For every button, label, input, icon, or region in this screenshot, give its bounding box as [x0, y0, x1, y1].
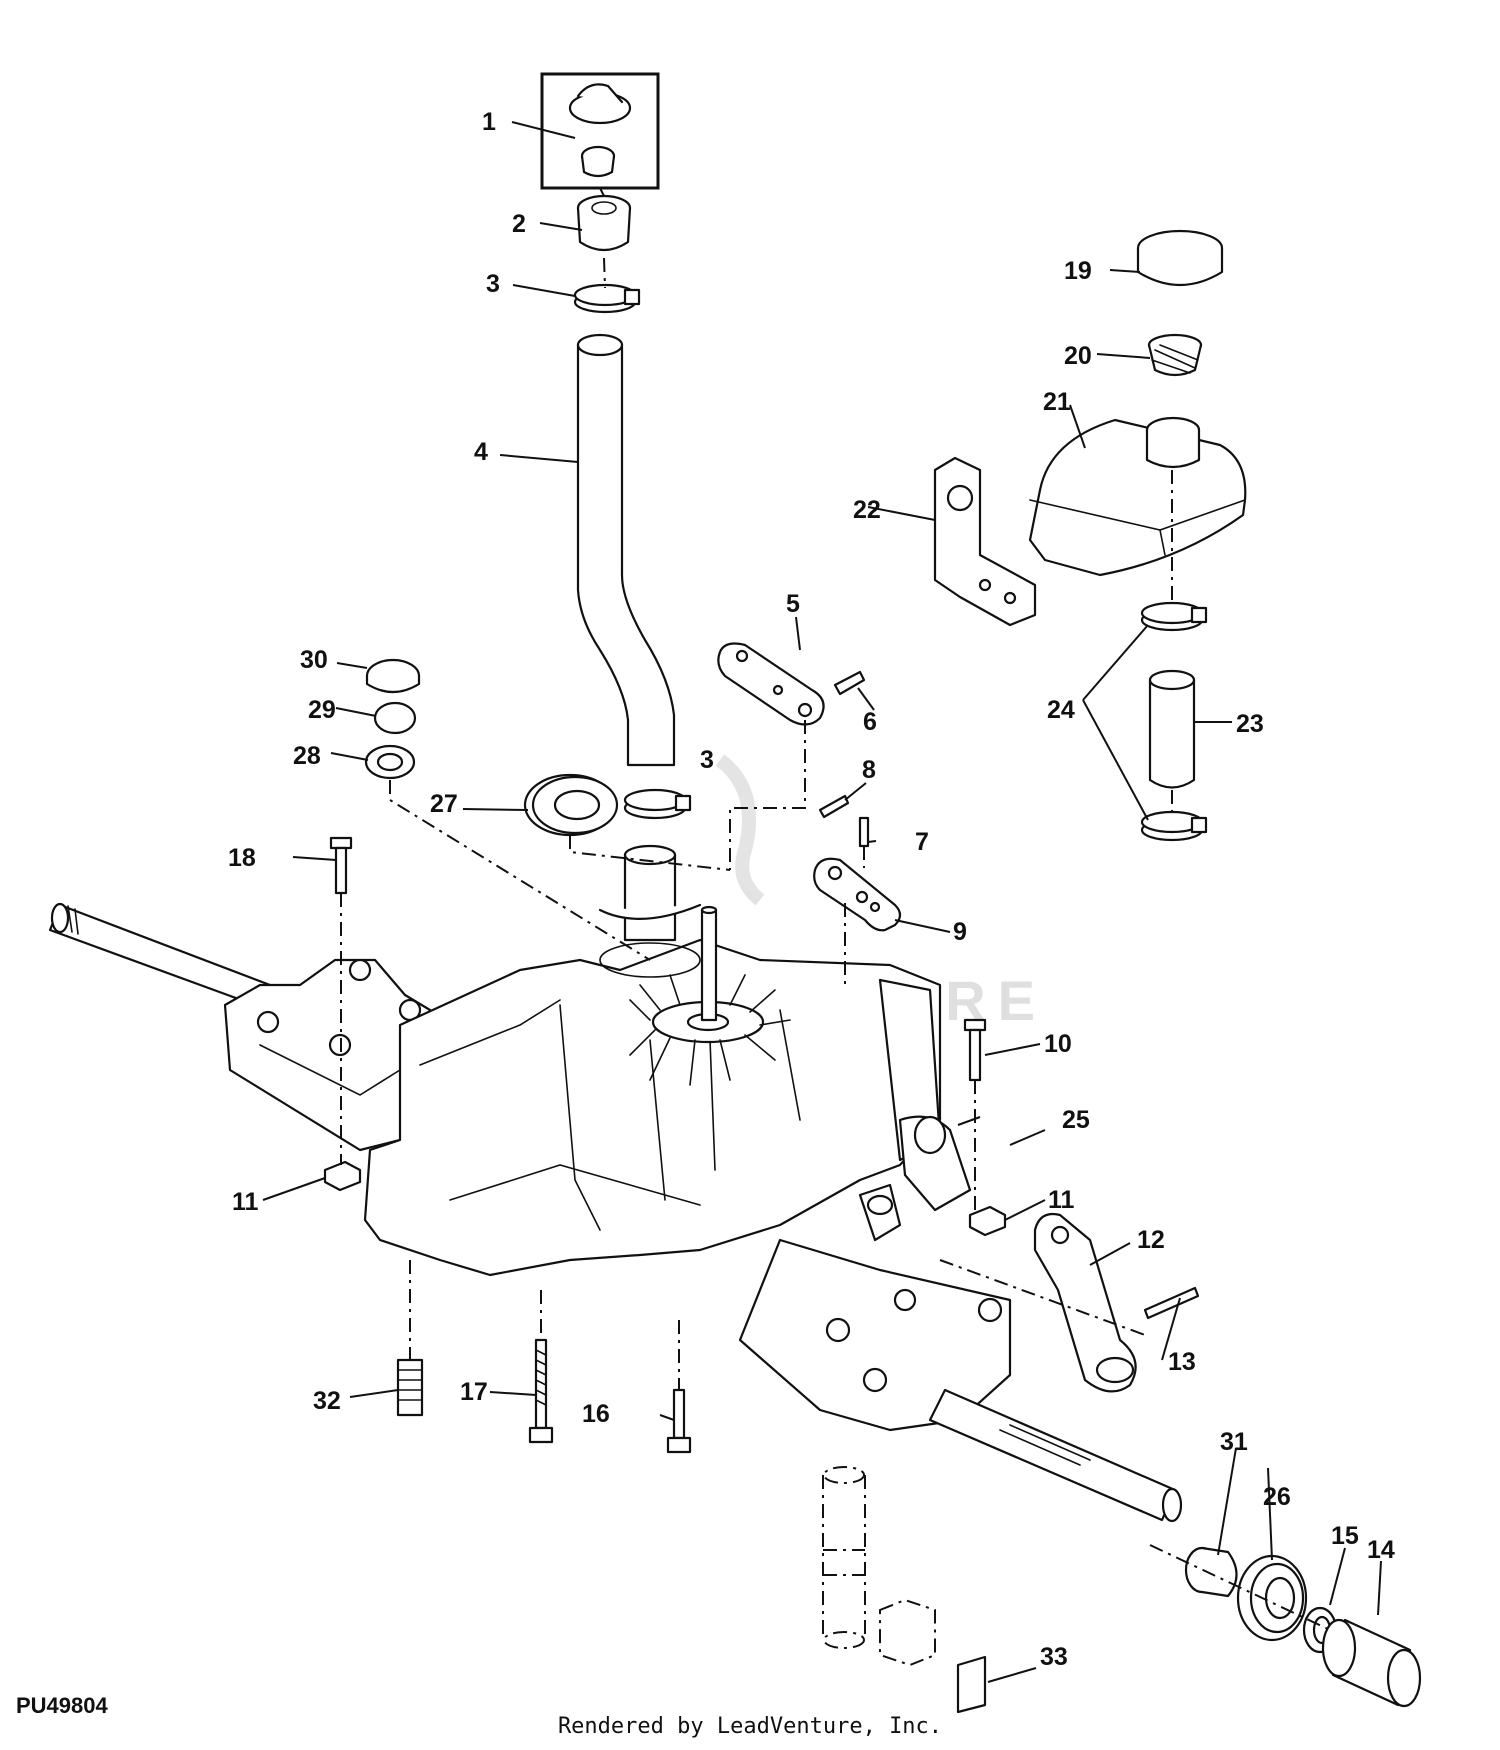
callout-11-left: 11 [232, 1188, 259, 1216]
part-6-pin [833, 670, 866, 696]
callout-19: 19 [1064, 257, 1092, 285]
part-16-bolt [666, 1388, 692, 1454]
callout-14: 14 [1367, 1536, 1395, 1564]
part-22-bracket [933, 456, 1037, 627]
callout-21: 21 [1043, 388, 1071, 416]
callout-7: 7 [915, 828, 929, 856]
diagram-id-label: PU49804 [16, 1693, 108, 1718]
part-20-filter-screen [1147, 333, 1203, 377]
part-3-hose-clamp-lower [623, 788, 692, 820]
part-19-reservoir-cap [1136, 229, 1224, 287]
part-21-reservoir [1028, 416, 1247, 577]
callout-6: 6 [863, 708, 877, 736]
part-26-bearing [1236, 1554, 1308, 1642]
part-27-bearing [523, 773, 619, 837]
part-31-bushing [1184, 1546, 1238, 1598]
callout-labels: 1 2 3 3 4 5 6 7 8 9 10 11 11 12 13 14 15… [228, 108, 1395, 1671]
part-24-hose-clamp-top [1140, 601, 1208, 632]
part-1-fill-cap-assembly [540, 72, 660, 190]
alignment-lines [340, 187, 1331, 1631]
part-32-spring [396, 1358, 424, 1417]
callout-5: 5 [786, 590, 800, 618]
callout-26: 26 [1263, 1483, 1291, 1511]
part-33-clip [879, 1598, 987, 1714]
part-7-pin [858, 816, 870, 848]
part-11-nut-left [323, 1160, 362, 1192]
callout-2: 2 [512, 210, 526, 238]
callout-31: 31 [1220, 1428, 1248, 1456]
callout-3-lower: 3 [700, 746, 714, 774]
callout-22: 22 [853, 496, 881, 524]
callout-11-right: 11 [1048, 1186, 1075, 1214]
callout-8: 8 [862, 756, 876, 784]
part-23-hose [1148, 669, 1196, 789]
part-18-bolt [329, 836, 353, 895]
callout-12: 12 [1137, 1226, 1165, 1254]
callout-16: 16 [582, 1400, 610, 1428]
callout-33: 33 [1040, 1643, 1068, 1671]
callout-17: 17 [460, 1378, 488, 1406]
callout-27: 27 [430, 790, 458, 818]
leader-lines [262, 121, 1382, 1683]
callout-10: 10 [1044, 1030, 1072, 1058]
callout-29: 29 [308, 696, 336, 724]
part-11-nut-right [968, 1205, 1007, 1237]
part-12-control-arm [1033, 1212, 1137, 1393]
part-4-hose [576, 333, 676, 767]
part-2-adapter [576, 194, 632, 252]
part-28-seal [364, 744, 416, 780]
callout-23: 23 [1236, 710, 1264, 738]
cooling-fan [629, 905, 791, 1086]
callout-3-upper: 3 [486, 270, 500, 298]
callout-13: 13 [1168, 1348, 1196, 1376]
callout-15: 15 [1331, 1522, 1359, 1550]
callout-20: 20 [1064, 342, 1092, 370]
callout-4: 4 [474, 438, 488, 466]
render-credit: Rendered by LeadVenture, Inc. [557, 1714, 943, 1739]
callout-1: 1 [482, 108, 496, 136]
part-29-o-ring [373, 701, 417, 735]
callout-9: 9 [953, 918, 967, 946]
callout-18: 18 [228, 844, 256, 872]
part-8-pin [818, 794, 850, 819]
part-9-lever [813, 857, 902, 932]
part-13-pin [1143, 1286, 1200, 1320]
part-3-hose-clamp-upper [573, 283, 641, 314]
callout-28: 28 [293, 742, 321, 770]
part-30-cap [365, 658, 421, 694]
callout-32: 32 [313, 1387, 341, 1415]
callout-30: 30 [300, 646, 328, 674]
transaxle-housing [48, 844, 1183, 1649]
part-24-hose-clamp-bottom [1140, 810, 1208, 842]
callout-24: 24 [1047, 696, 1075, 724]
part-10-bolt [963, 1018, 987, 1082]
part-17-bolt [528, 1338, 554, 1444]
part-14-spacer [1321, 1618, 1422, 1708]
part-5-control-arm [717, 642, 825, 726]
callout-25: 25 [1062, 1106, 1090, 1134]
